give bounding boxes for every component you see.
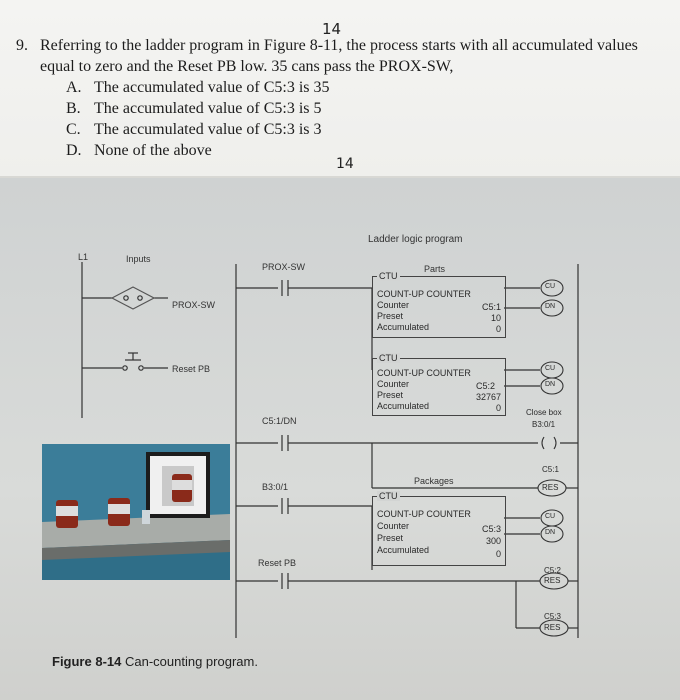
counter-address: C5:2 <box>475 381 495 391</box>
preset-label: Preset <box>377 311 404 321</box>
counter-label: Counter <box>377 300 410 310</box>
figure-ladder-program: Ladder logic program L1 Inputs PROX-SW R… <box>0 178 680 700</box>
ctu-name: COUNT-UP COUNTER <box>377 289 471 299</box>
preset-value: 32767 <box>475 392 501 402</box>
counter-address: C5:3 <box>481 524 501 534</box>
res-coil-c51-label: RES <box>542 483 559 492</box>
counter-address: C5:1 <box>481 302 501 312</box>
ctu-name: COUNT-UP COUNTER <box>377 368 471 378</box>
ctu-type: CTU <box>377 353 400 363</box>
ctu-name: COUNT-UP COUNTER <box>377 509 471 519</box>
counter-label: Counter <box>377 379 410 389</box>
preset-label: Preset <box>377 533 404 543</box>
handwritten-number-mid: 14 <box>336 156 354 172</box>
contact-b30-label: B3:0/1 <box>262 482 289 492</box>
coil-dn-3: DN <box>545 529 556 536</box>
contact-c51dn-label: C5:1/DN <box>262 416 297 426</box>
option-b-letter: B. <box>66 100 81 117</box>
contact-prox-label: PROX-SW <box>262 262 306 272</box>
option-c-letter: C. <box>66 121 81 138</box>
contact-reset-label: Reset PB <box>258 558 297 568</box>
coil-cu-2: CU <box>545 365 556 372</box>
coil-dn-1: DN <box>545 303 556 310</box>
conveyor-illustration <box>42 444 230 580</box>
prox-sw-label: PROX-SW <box>172 300 216 310</box>
option-d-text: None of the above <box>94 142 212 159</box>
close-box-address: B3:0/1 <box>532 420 556 429</box>
ctu-c52-box: CTU COUNT-UP COUNTER Counter C5:2 Preset… <box>372 353 506 416</box>
accumulated-value: 0 <box>495 549 501 559</box>
ctu-c51-box: CTU COUNT-UP COUNTER Counter C5:1 Preset… <box>372 271 506 338</box>
preset-value: 10 <box>490 313 501 323</box>
preset-value: 300 <box>485 536 501 546</box>
res-coil-c53-label: RES <box>544 623 561 632</box>
option-a-text: The accumulated value of C5:3 is 35 <box>94 79 330 96</box>
figure-caption: Figure 8-14 Can-counting program. <box>52 654 258 669</box>
question-number: 9. <box>16 37 28 54</box>
caption-figure-number: Figure 8-14 <box>52 654 122 669</box>
option-a-letter: A. <box>66 79 82 96</box>
reset-pb-label: Reset PB <box>172 364 211 374</box>
ctu-type: CTU <box>377 491 400 501</box>
accumulated-label: Accumulated <box>377 322 430 332</box>
rail-label: L1 <box>78 252 89 262</box>
coil-cu-1: CU <box>545 283 556 290</box>
counter-label: Counter <box>377 521 410 531</box>
ctu-type: CTU <box>377 271 400 281</box>
counter1-group: Parts <box>424 264 446 274</box>
counter3-group: Packages <box>414 476 454 486</box>
res-coil-c52-address: C5:2 <box>544 566 561 575</box>
coil-cu-3: CU <box>545 513 556 520</box>
accumulated-value: 0 <box>495 403 501 413</box>
option-c-text: The accumulated value of C5:3 is 3 <box>94 121 322 138</box>
close-box-label: Close box <box>526 408 562 417</box>
option-d-letter: D. <box>66 142 82 159</box>
preset-label: Preset <box>377 390 404 400</box>
ladder-diagram-lines <box>81 262 579 638</box>
question-text-line2: equal to zero and the Reset PB low. 35 c… <box>40 58 454 75</box>
accumulated-label: Accumulated <box>377 545 430 555</box>
coil-dn-2: DN <box>545 381 556 388</box>
accumulated-label: Accumulated <box>377 401 430 411</box>
caption-text: Can-counting program. <box>124 654 258 669</box>
option-b-text: The accumulated value of C5:3 is 5 <box>94 100 322 117</box>
question-text-line1: Referring to the ladder program in Figur… <box>40 37 638 54</box>
accumulated-value: 0 <box>495 324 501 334</box>
res-coil-c52-label: RES <box>544 576 561 585</box>
res-coil-c53-address: C5:3 <box>544 612 561 621</box>
figure-title: Ladder logic program <box>368 234 463 245</box>
res-coil-c51-address: C5:1 <box>542 465 559 474</box>
question-panel: 14 9. Referring to the ladder program in… <box>0 0 680 176</box>
handwritten-number-top: 14 <box>322 20 342 38</box>
inputs-label: Inputs <box>126 254 151 264</box>
ctu-c53-box: CTU COUNT-UP COUNTER Counter C5:3 Preset… <box>372 491 506 566</box>
